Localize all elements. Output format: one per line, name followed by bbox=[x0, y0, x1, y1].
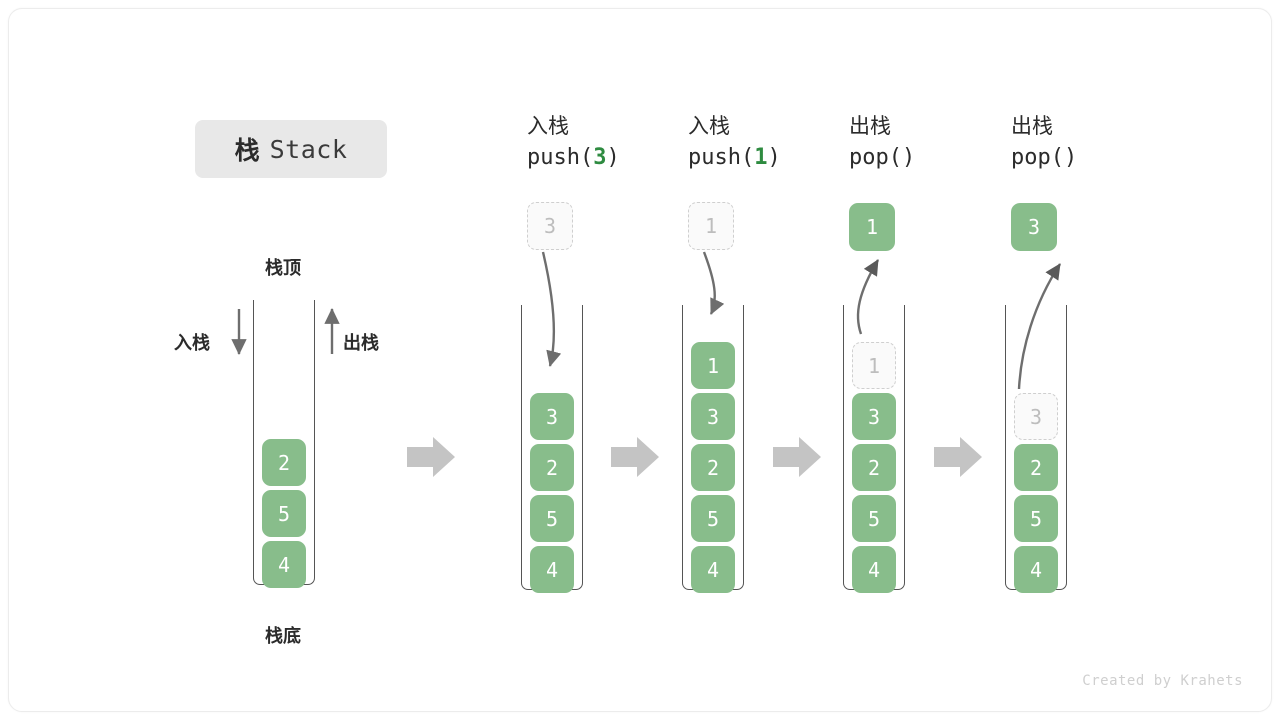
push-direction-label: 入栈 bbox=[174, 333, 210, 353]
popped-value-box-3: 1 bbox=[849, 203, 895, 251]
stack-cell: 5 bbox=[691, 495, 735, 542]
stack-cell: 3 bbox=[530, 393, 574, 440]
op-label-cn-2: 入栈 bbox=[688, 115, 730, 138]
op-header-3: 出栈 pop() bbox=[849, 112, 915, 174]
stack-cell-ghost: 3 bbox=[1014, 393, 1058, 440]
op-label-code-1: push(3) bbox=[527, 142, 620, 174]
stack-cell: 3 bbox=[852, 393, 896, 440]
stack-cell: 1 bbox=[691, 342, 735, 389]
title-cn: 栈 bbox=[234, 137, 260, 165]
credit-text: Created by Krahets bbox=[1082, 673, 1243, 689]
popped-value-box-4: 3 bbox=[1011, 203, 1057, 251]
stack-cell: 4 bbox=[852, 546, 896, 593]
flow-arrow-4 bbox=[934, 437, 982, 477]
stack-cell: 4 bbox=[1014, 546, 1058, 593]
stack-cell: 5 bbox=[262, 490, 306, 537]
stack-cell: 4 bbox=[530, 546, 574, 593]
stack-cell-ghost: 1 bbox=[852, 342, 896, 389]
stack-top-label: 栈顶 bbox=[265, 258, 301, 278]
op-code-close-3: ) bbox=[901, 145, 916, 170]
op-code-close-4: ) bbox=[1063, 145, 1078, 170]
stack-cell: 4 bbox=[691, 546, 735, 593]
op-header-2: 入栈 push(1) bbox=[688, 112, 781, 174]
stack-cell: 5 bbox=[1014, 495, 1058, 542]
pending-value-box-1: 3 bbox=[527, 202, 573, 250]
op-label-code-3: pop() bbox=[849, 142, 915, 174]
op-label-cn-4: 出栈 bbox=[1011, 115, 1053, 138]
title-badge: 栈 Stack bbox=[195, 120, 387, 178]
pending-value-box-2: 1 bbox=[688, 202, 734, 250]
flow-arrow-1 bbox=[407, 437, 455, 477]
op-label-code-4: pop() bbox=[1011, 142, 1077, 174]
pop-direction-label: 出栈 bbox=[343, 333, 379, 353]
title-en: Stack bbox=[269, 134, 348, 164]
stack-cell: 2 bbox=[691, 444, 735, 491]
op-code-open-4: pop( bbox=[1011, 145, 1064, 170]
stack-bottom-label: 栈底 bbox=[265, 626, 301, 646]
stack-cell: 5 bbox=[530, 495, 574, 542]
op-label-cn-3: 出栈 bbox=[849, 115, 891, 138]
op-code-close-2: ) bbox=[767, 145, 781, 170]
flow-arrow-3 bbox=[773, 437, 821, 477]
stack-cell: 2 bbox=[852, 444, 896, 491]
stack-cell: 3 bbox=[691, 393, 735, 440]
op-code-open-2: push( bbox=[688, 145, 755, 170]
op-code-open-1: push( bbox=[527, 145, 594, 170]
op-code-open-3: pop( bbox=[849, 145, 902, 170]
op-label-code-2: push(1) bbox=[688, 142, 781, 174]
op-header-4: 出栈 pop() bbox=[1011, 112, 1077, 174]
stack-cell: 5 bbox=[852, 495, 896, 542]
op-label-cn-1: 入栈 bbox=[527, 115, 569, 138]
stack-cell: 2 bbox=[1014, 444, 1058, 491]
op-code-arg-1: 3 bbox=[593, 145, 607, 170]
stack-cell: 2 bbox=[262, 439, 306, 486]
op-code-arg-2: 1 bbox=[754, 145, 768, 170]
op-code-close-1: ) bbox=[606, 145, 620, 170]
op-header-1: 入栈 push(3) bbox=[527, 112, 620, 174]
stack-cell: 2 bbox=[530, 444, 574, 491]
stack-cell: 4 bbox=[262, 541, 306, 588]
